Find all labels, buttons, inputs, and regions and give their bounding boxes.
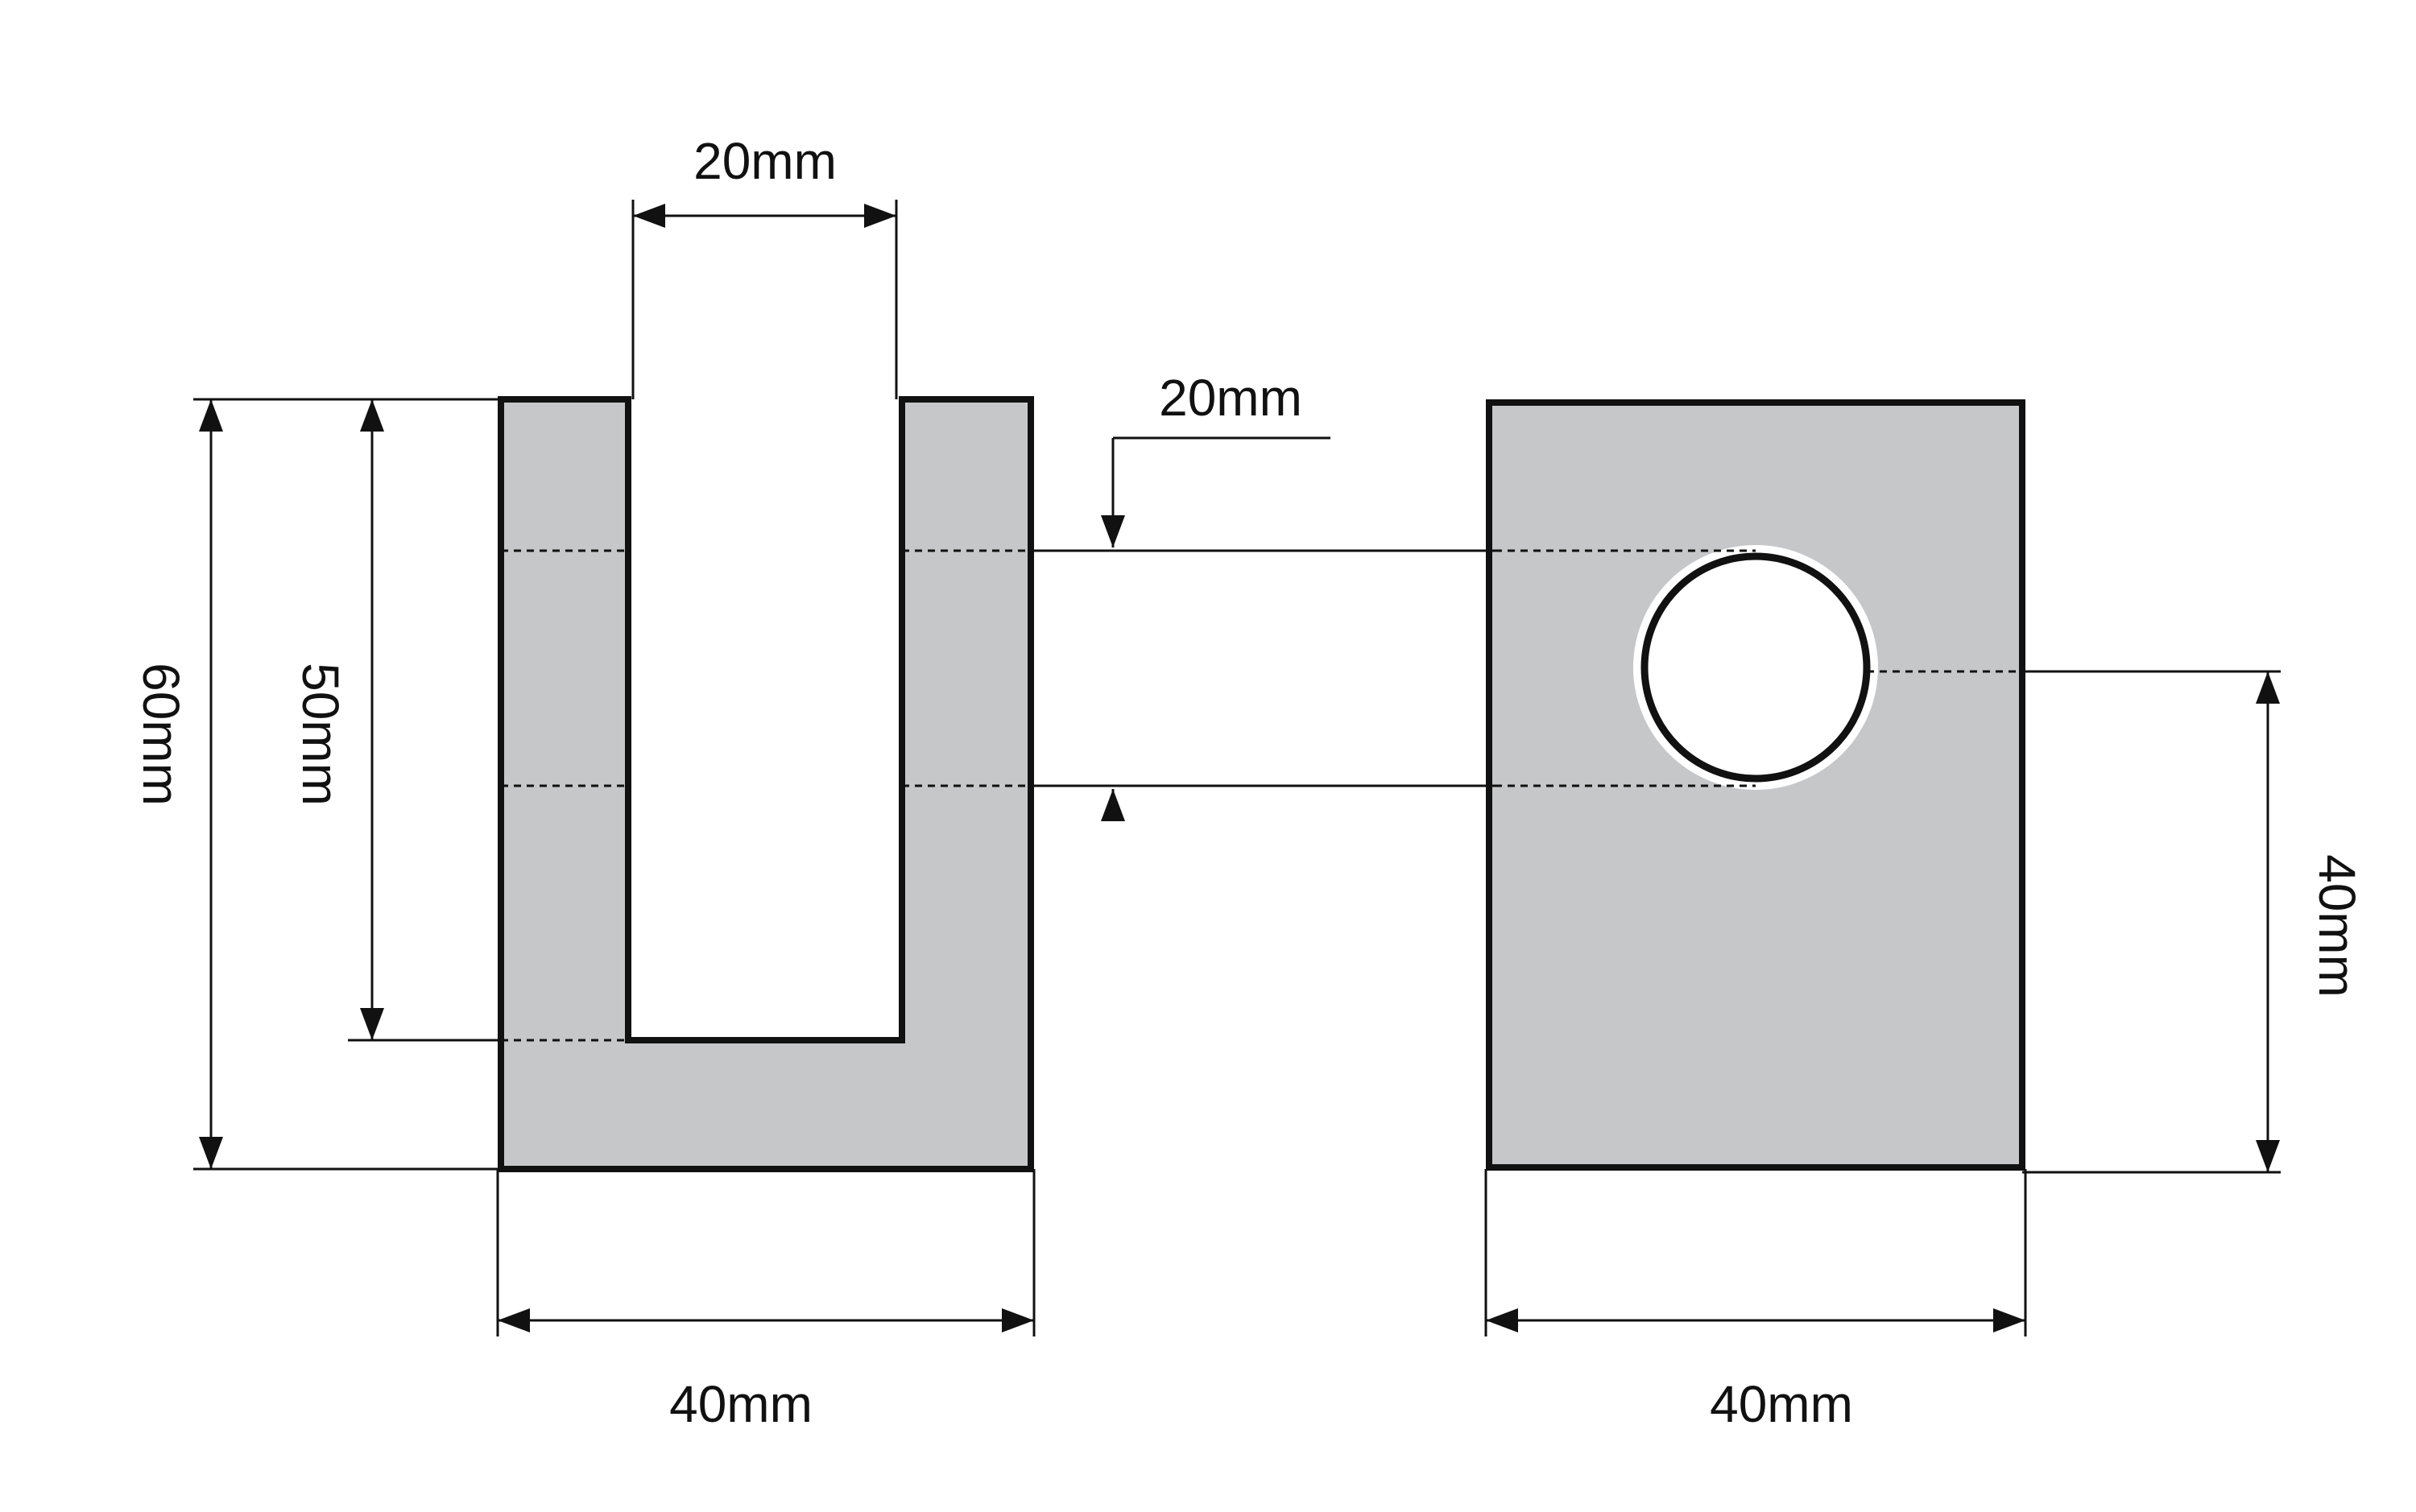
hole-diameter-label: 20mm (1159, 369, 1302, 427)
hole-height-label: 40mm (2308, 854, 2366, 998)
overall-height-label: 60mm (132, 663, 190, 806)
left-width-label: 40mm (669, 1375, 813, 1433)
through-hole (1640, 552, 1871, 783)
slot-width-label: 20mm (693, 132, 837, 190)
slot-depth-label: 50mm (292, 663, 350, 806)
right-width-label: 40mm (1710, 1375, 1853, 1433)
u-block-part (498, 396, 1034, 1172)
